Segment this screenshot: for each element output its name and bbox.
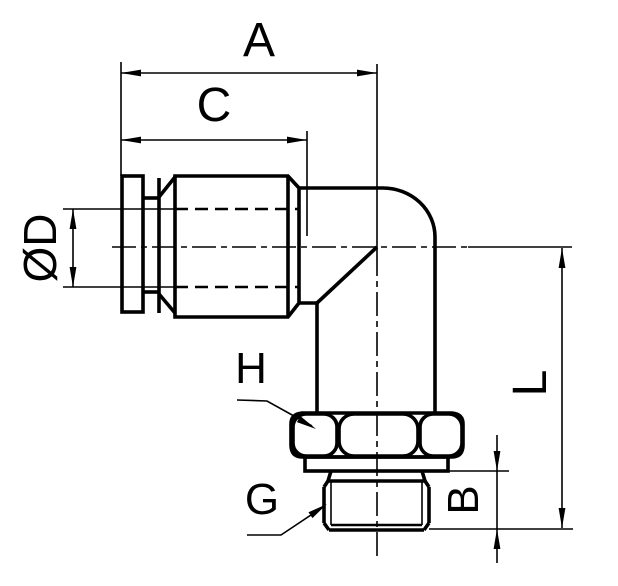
hex-face-middle [337,412,420,458]
thread-chamfer-bl [322,521,331,532]
thread-chamfer-tr [423,480,431,488]
arrowhead-bottom [558,508,566,528]
dim-label-d: ØD [14,214,66,283]
elbow-inner-chamfer [315,245,379,305]
arrowhead-top [69,209,77,229]
arrowhead-right [287,136,307,144]
dim-d: ØD [14,209,77,287]
centerlines [112,64,572,557]
dim-label-l: L [504,370,557,397]
arrowhead-left [121,69,141,77]
dim-b: B [429,435,573,563]
leader-line [247,506,324,536]
dim-l: L [504,248,566,528]
dim-c: C [121,79,308,236]
threaded-stud [322,470,431,532]
leader-g: G [245,475,327,536]
push-in-cap [120,174,177,315]
arrowhead-top [558,248,566,268]
arrowhead-left [121,136,141,144]
arrowhead-top [493,451,501,471]
thread-chamfer-tl [322,480,330,488]
arrowhead-bottom [69,267,77,287]
dim-label-b: B [439,485,488,514]
arrowhead [308,504,327,519]
arrowhead [296,416,316,429]
arrowhead-bottom [493,529,501,549]
cap-flange [120,174,145,314]
dim-label-h: H [235,344,267,393]
collet-chamfer-top [157,175,177,199]
dim-label-g: G [245,475,279,524]
dim-a: A [120,14,377,176]
hex-face-right [418,412,464,458]
leader-h: H [235,344,316,429]
elbow-bend [299,186,437,413]
collet-chamfer-bottom [157,292,177,315]
hidden-lines [63,207,300,289]
elbow-arc [382,186,437,238]
dim-label-c: C [197,79,232,132]
leader-line [236,399,313,427]
dim-label-a: A [243,14,275,67]
thread-chamfer-br [422,521,431,532]
arrowhead-right [357,69,377,77]
part-view [120,174,465,532]
